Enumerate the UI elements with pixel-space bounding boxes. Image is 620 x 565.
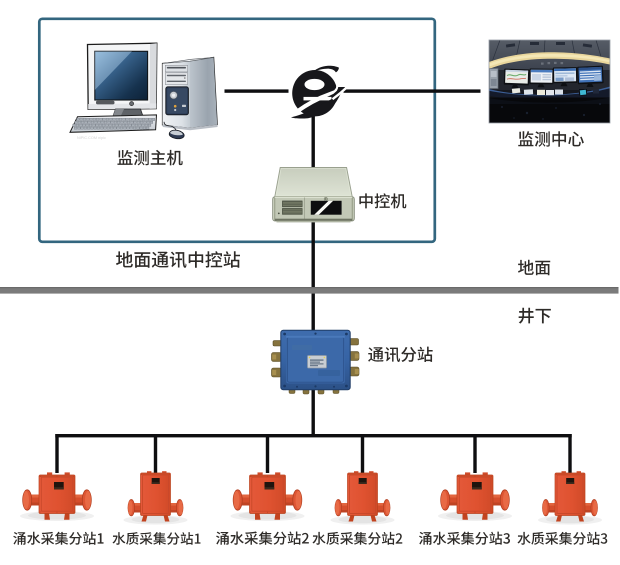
- svg-text:NIPIC.COM nipic: NIPIC.COM nipic: [77, 136, 106, 140]
